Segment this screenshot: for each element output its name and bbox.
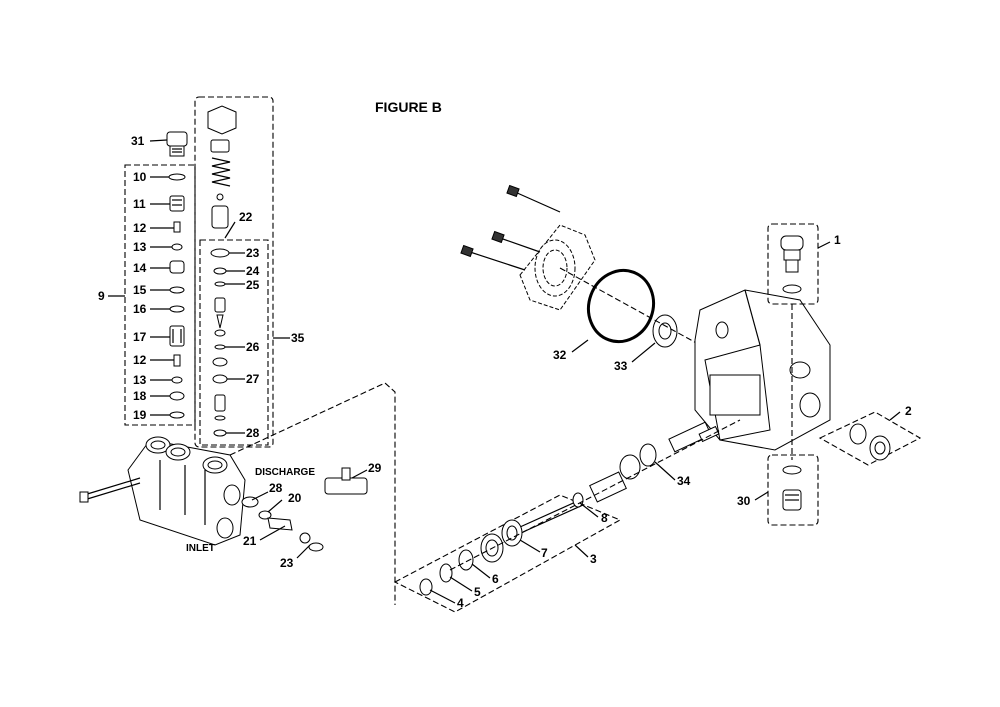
callout-13b: 13 bbox=[133, 373, 147, 387]
group-box-3 bbox=[393, 494, 622, 613]
callout-2: 2 bbox=[905, 404, 912, 418]
callout-8: 8 bbox=[601, 511, 608, 525]
discharge-label: DISCHARGE bbox=[255, 467, 315, 478]
callout-22: 22 bbox=[239, 210, 253, 224]
group-box-35 bbox=[194, 96, 274, 448]
callout-27: 27 bbox=[246, 372, 260, 386]
leader-lines bbox=[108, 139, 901, 604]
group-box-22 bbox=[199, 239, 269, 446]
vent-plug-part-1 bbox=[780, 235, 804, 294]
unloader-stack bbox=[207, 105, 237, 437]
callout-21: 21 bbox=[243, 534, 257, 548]
callout-16: 16 bbox=[133, 302, 147, 316]
callout-29: 29 bbox=[368, 461, 382, 475]
sight-glass-part-2 bbox=[849, 423, 891, 461]
callout-14: 14 bbox=[133, 261, 147, 275]
callout-11: 11 bbox=[133, 197, 146, 211]
callout-4: 4 bbox=[457, 596, 464, 610]
callout-13: 13 bbox=[133, 240, 147, 254]
callout-12b: 12 bbox=[133, 353, 147, 367]
callout-6: 6 bbox=[492, 572, 499, 586]
callout-17: 17 bbox=[133, 330, 147, 344]
callout-28b: 28 bbox=[269, 481, 283, 495]
callout-26: 26 bbox=[246, 340, 260, 354]
callout-18: 18 bbox=[133, 389, 147, 403]
left-valve-stack bbox=[168, 173, 186, 419]
o-ring-32 bbox=[587, 268, 655, 344]
callout-35: 35 bbox=[291, 331, 305, 345]
group-box-1 bbox=[767, 223, 819, 305]
plug-part-31 bbox=[166, 131, 188, 157]
inlet-label: INLET bbox=[186, 543, 215, 554]
bearing-flange bbox=[460, 184, 596, 311]
callout-10: 10 bbox=[133, 170, 147, 184]
figure-title: FIGURE B bbox=[375, 99, 442, 115]
callout-28: 28 bbox=[246, 426, 260, 440]
callout-30: 30 bbox=[737, 494, 751, 508]
callout-23b: 23 bbox=[280, 556, 294, 570]
callout-32: 32 bbox=[553, 348, 567, 362]
callout-31: 31 bbox=[131, 134, 145, 148]
callout-19: 19 bbox=[133, 408, 147, 422]
group-box-30 bbox=[767, 454, 819, 526]
callout-7: 7 bbox=[541, 546, 548, 560]
callout-1: 1 bbox=[834, 233, 841, 247]
plunger-assembly bbox=[419, 421, 720, 596]
drain-plug-part-30 bbox=[782, 465, 802, 511]
callout-33: 33 bbox=[614, 359, 628, 373]
callout-12: 12 bbox=[133, 221, 147, 235]
dashed-axis-crank bbox=[559, 267, 701, 346]
dashed-leader-manifold bbox=[229, 382, 396, 605]
manifold-body bbox=[79, 436, 246, 546]
group-box-2 bbox=[818, 411, 922, 466]
callout-20: 20 bbox=[288, 491, 302, 505]
crankcase bbox=[694, 289, 831, 451]
callout-24: 24 bbox=[246, 264, 260, 278]
oil-seal-33 bbox=[652, 314, 678, 348]
callout-15: 15 bbox=[133, 283, 147, 297]
callout-25: 25 bbox=[246, 278, 260, 292]
callout-3: 3 bbox=[590, 552, 597, 566]
callout-34: 34 bbox=[677, 474, 691, 488]
callout-9: 9 bbox=[98, 289, 105, 303]
discharge-fittings bbox=[241, 467, 368, 552]
callout-23: 23 bbox=[246, 246, 260, 260]
callout-5: 5 bbox=[474, 585, 481, 599]
dashed-axis-plunger bbox=[449, 419, 741, 571]
